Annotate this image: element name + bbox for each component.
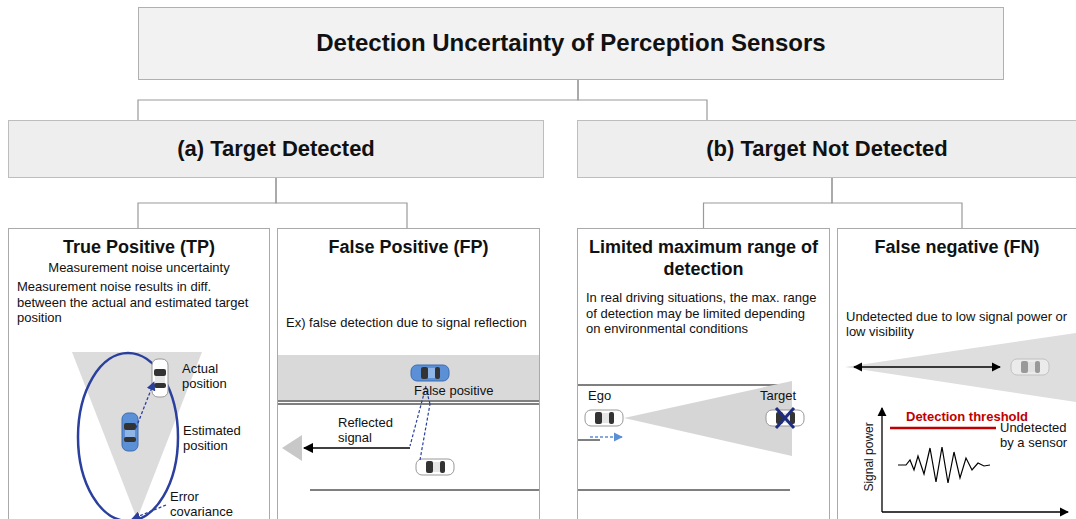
annotation-label: Undetected by a sensor — [1000, 421, 1072, 451]
box-heading: Detection Uncertainty of Perception Sens… — [149, 29, 993, 58]
box-heading: False negative (FN) — [846, 237, 1068, 259]
category-panel: False Positive (FP) Ex) false detection d… — [277, 228, 540, 519]
annotation-label: Reflected signal — [338, 416, 400, 446]
annotation-label: Actual position — [182, 362, 244, 392]
tree-connector — [704, 178, 833, 228]
annotation-label: Target — [760, 389, 810, 404]
box-text: Ex) false detection due to signal reflec… — [286, 315, 531, 331]
box-heading: True Positive (TP) — [17, 237, 261, 259]
box-text: Undetected due to low signal power or lo… — [846, 309, 1068, 340]
annotation-label: Estimated position — [183, 424, 255, 454]
box-heading: False Positive (FP) — [286, 237, 531, 259]
box-heading: (b) Target Not Detected — [588, 136, 1066, 162]
tree-connector — [832, 178, 962, 228]
fp-illustration — [278, 355, 539, 490]
title-box: Detection Uncertainty of Perception Sens… — [138, 7, 1004, 80]
annotation-label: False positive — [414, 384, 504, 399]
category-box: (b) Target Not Detected — [577, 120, 1076, 178]
box-heading: Limited maximum range of detection — [586, 237, 821, 280]
category-box: (a) Target Detected — [8, 120, 544, 178]
box-heading: (a) Target Detected — [19, 136, 533, 162]
tree-connector — [578, 80, 707, 120]
category-panel: Limited maximum range of detection In rea… — [577, 228, 830, 519]
tree-connector — [276, 178, 407, 228]
tree-connector — [138, 80, 578, 120]
box-text: Measurement noise uncertainty — [17, 260, 261, 276]
box-text: In real driving situations, the max. ran… — [586, 290, 821, 337]
fn-illustration — [845, 333, 1076, 512]
annotation-label: Ego — [588, 389, 628, 404]
annotation-label: Signal power — [863, 419, 877, 495]
box-text: Measurement noise results in diff. betwe… — [17, 279, 261, 326]
annotation-label: Error covariance — [170, 490, 240, 519]
category-panel: True Positive (TP)Measurement noise unce… — [8, 228, 270, 519]
tree-connector — [138, 178, 276, 228]
